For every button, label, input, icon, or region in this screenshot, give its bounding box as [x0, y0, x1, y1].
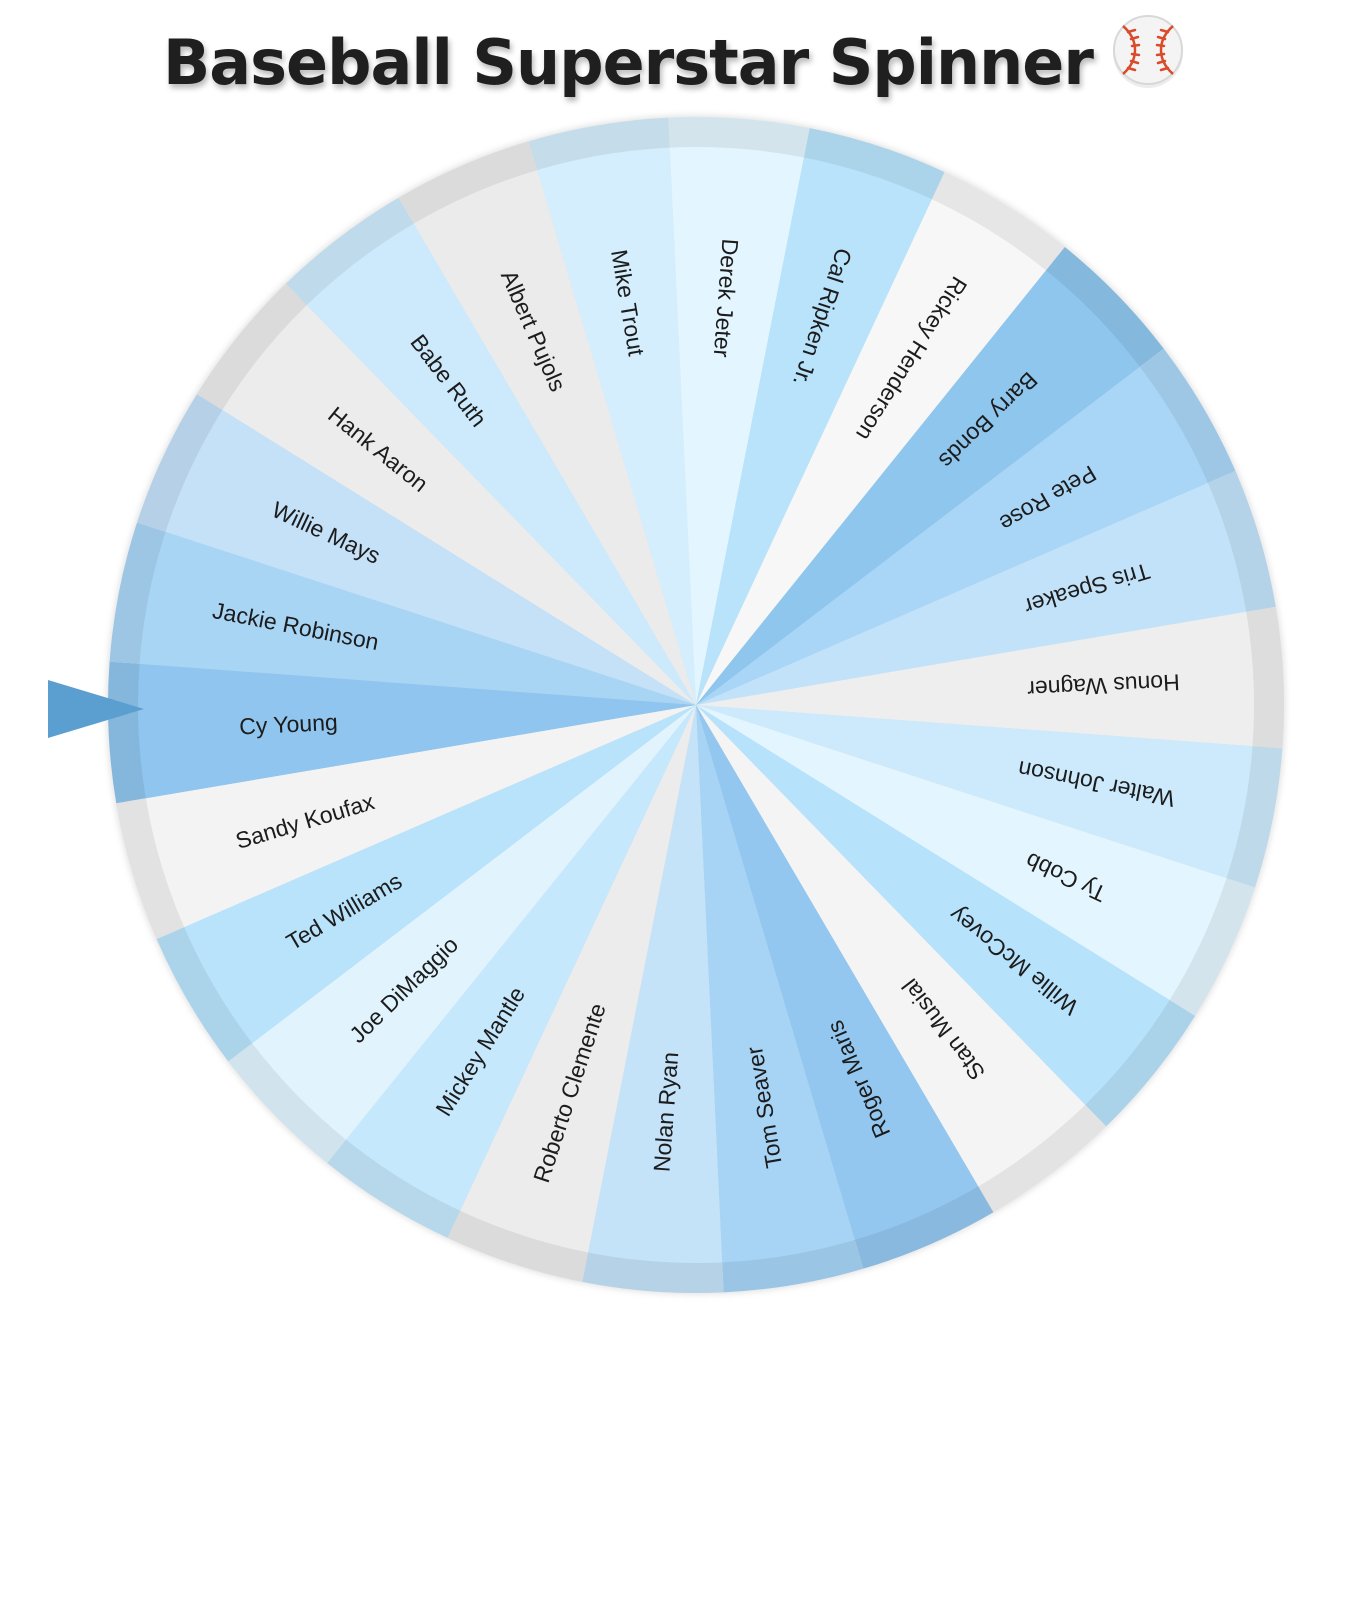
- wheel-segment-tom-seaver[interactable]: [696, 705, 855, 1263]
- wheel-segment-pete-rose[interactable]: [696, 366, 1208, 705]
- wheel-pointer-icon[interactable]: [48, 680, 144, 738]
- wheel-segment-joe-dimaggio[interactable]: [252, 705, 697, 1140]
- wheel-label-cy-young: Cy Young: [239, 709, 339, 740]
- wheel-segment-ted-williams[interactable]: [184, 705, 696, 1044]
- wheel-segment-albert-pujols[interactable]: [413, 170, 696, 706]
- wheel-segment-barry-bonds[interactable]: [696, 270, 1140, 705]
- wheel-segment-walter-johnson[interactable]: [696, 705, 1253, 879]
- wheel-segment-cy-young[interactable]: [137, 663, 697, 799]
- wheel-segment-ty-cobb[interactable]: [696, 705, 1227, 1001]
- wheel-face: [137, 147, 1255, 1263]
- page-title-text: Baseball Superstar Spinner: [163, 26, 1094, 99]
- wheel-segment-willie-mccovey[interactable]: [696, 705, 1170, 1105]
- wheel-segment-willie-mays[interactable]: [165, 409, 697, 705]
- wheel-segment-honus-wagner[interactable]: [696, 611, 1255, 747]
- wheel-segment-tris-speaker[interactable]: [696, 482, 1247, 705]
- wheel-segment-jackie-robinson[interactable]: [139, 531, 696, 705]
- baseball-icon: [1109, 12, 1187, 105]
- wheel-segment-sandy-koufax[interactable]: [145, 705, 697, 928]
- wheel-segment-roberto-clemente[interactable]: [460, 705, 696, 1253]
- wheel-segment-mickey-mantle[interactable]: [346, 705, 696, 1211]
- wheel-segment-cal-ripken-jr[interactable]: [696, 157, 932, 706]
- wheel-segment-roger-maris[interactable]: [696, 705, 979, 1240]
- wheel-segment-derek-jeter[interactable]: [669, 147, 804, 705]
- wheel-segment-stan-musial[interactable]: [696, 705, 1086, 1187]
- wheel-segment-babe-ruth[interactable]: [306, 223, 696, 705]
- wheel-segment-rickey-henderson[interactable]: [696, 199, 1046, 705]
- wheel-segment-nolan-ryan[interactable]: [588, 705, 723, 1263]
- wheel-segment-hank-aaron[interactable]: [222, 305, 696, 705]
- page-title: Baseball Superstar Spinner: [0, 15, 1350, 109]
- wheel-segment-mike-trout[interactable]: [537, 147, 696, 705]
